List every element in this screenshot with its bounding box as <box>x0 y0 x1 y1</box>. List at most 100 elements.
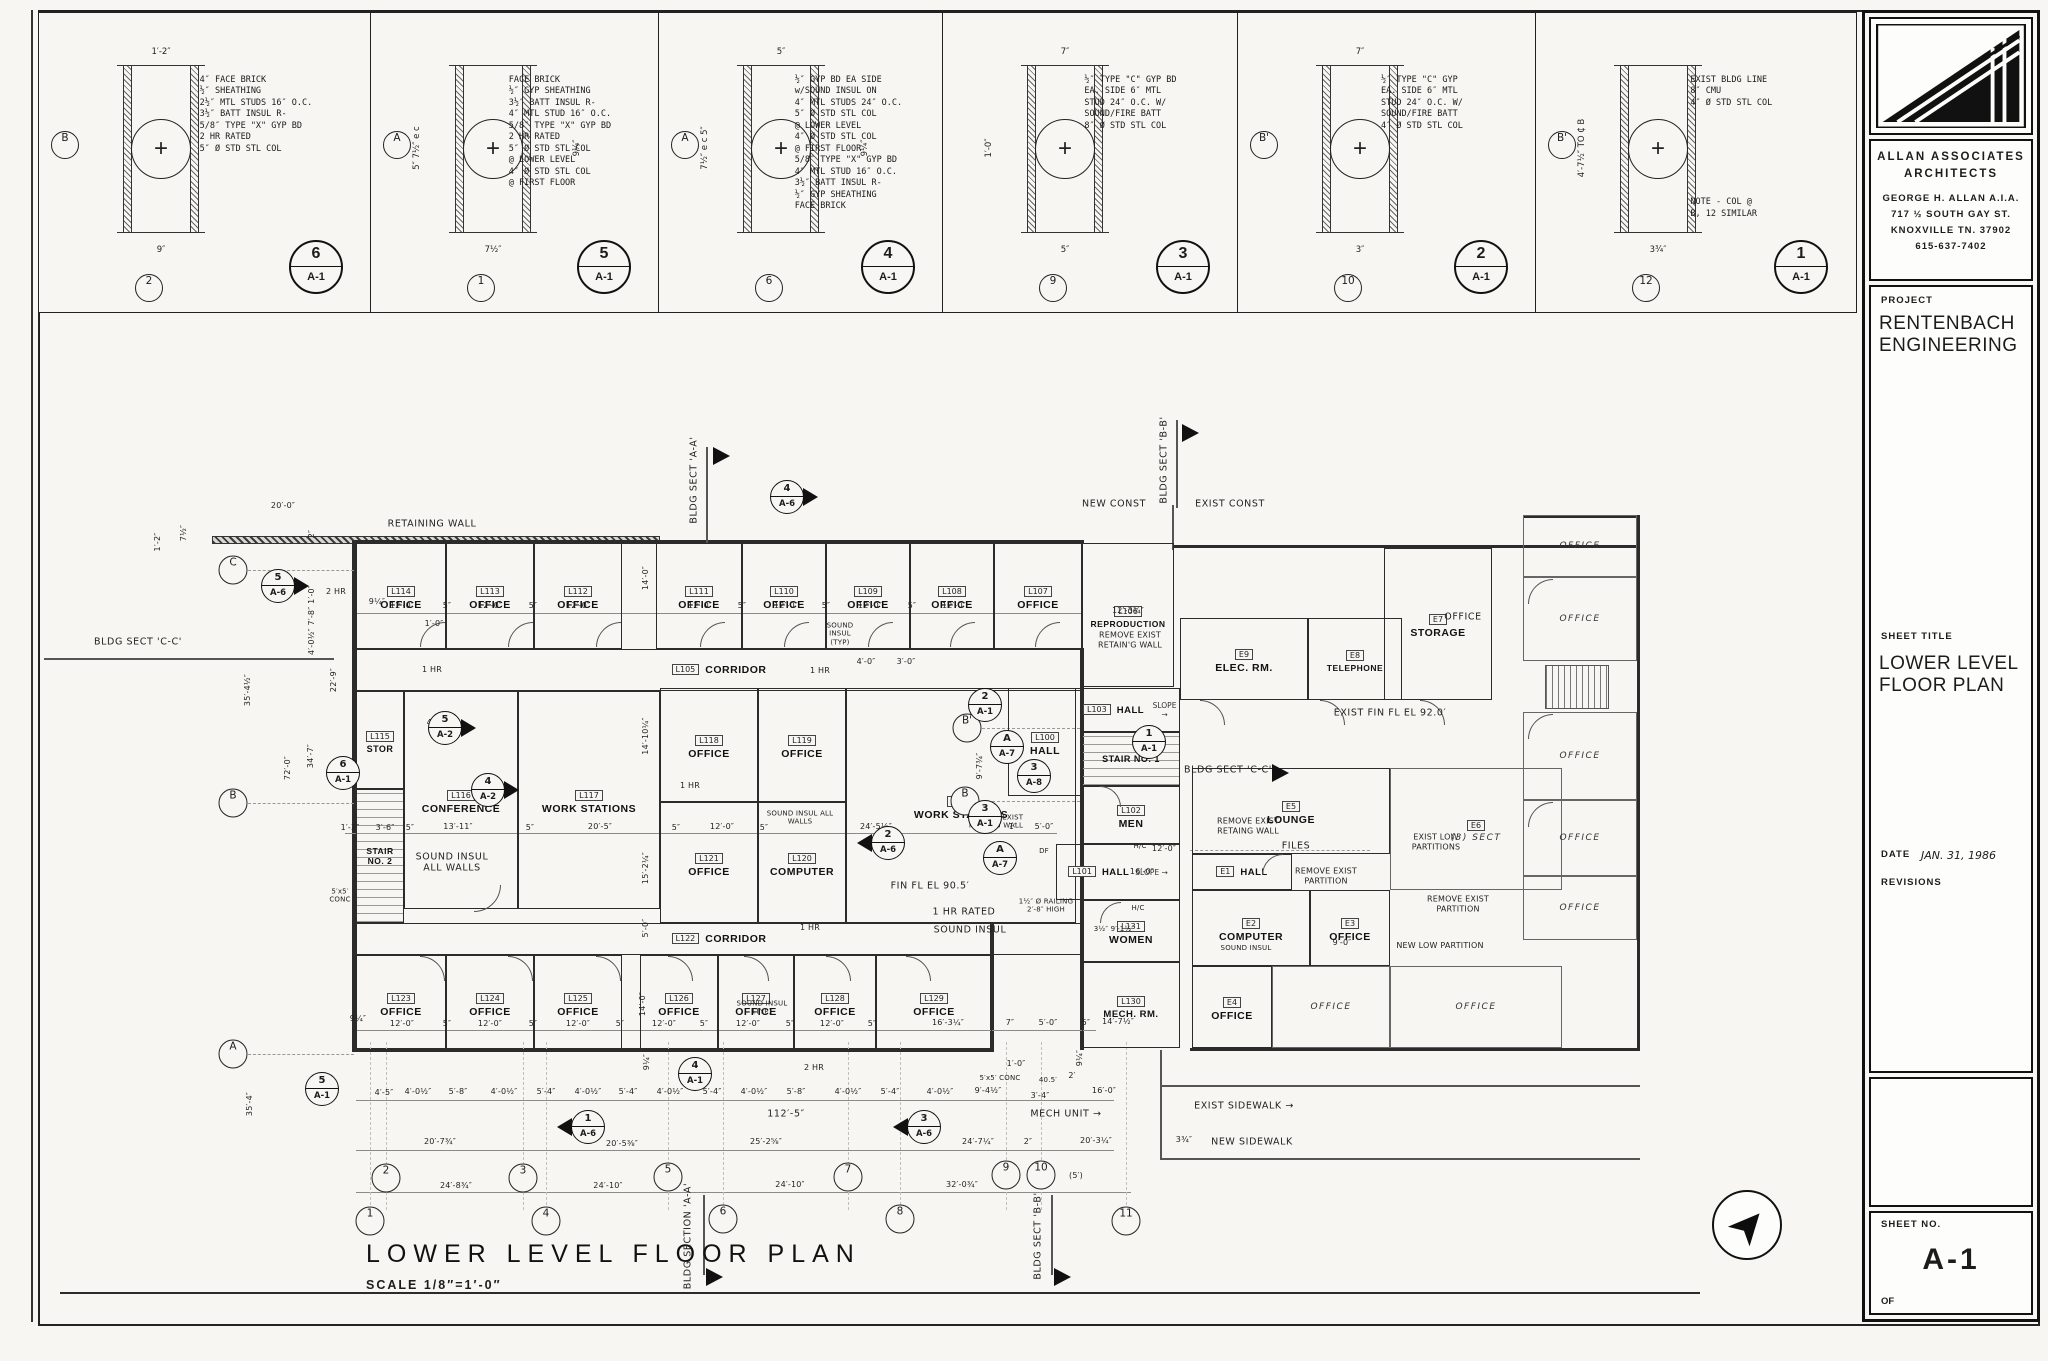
room-name: LOUNGE <box>1267 814 1315 826</box>
plan-annotation: REMOVE EXIST RETAIN'G WALL <box>1097 630 1163 649</box>
room-name: HALL <box>1116 704 1145 716</box>
room-name: OFFICE <box>931 599 973 611</box>
wall-segment <box>356 1100 1114 1101</box>
room-name: OFFICE <box>678 599 720 611</box>
plan-annotation: NEW LOW PARTITION <box>1396 941 1484 951</box>
room-stair-no-2: STAIR NO. 2 <box>356 789 404 923</box>
room-note: SLOPE → <box>1152 701 1177 719</box>
wall-cap <box>1614 65 1702 67</box>
marker-number: 1 <box>1133 726 1165 742</box>
date-label: DATE <box>1881 849 1911 860</box>
plan-annotation: BLDG SECTION 'A-A' <box>682 1182 694 1290</box>
plan-annotation: 3½″ 9′-1½″ <box>1093 924 1135 933</box>
project-box: PROJECT RENTENBACH ENGINEERING SHEET TIT… <box>1869 285 2033 1073</box>
grid-bubble-3: 3 <box>508 1163 538 1193</box>
plan-annotation: DF <box>1039 846 1049 855</box>
plan-annotation: 5″ <box>442 601 452 611</box>
marker-number: 3 <box>969 801 1001 817</box>
grid-bubble: B <box>51 131 79 159</box>
plan-annotation: 1′-2″ <box>340 823 360 833</box>
detail-sheet: A-1 <box>307 271 325 283</box>
plan-annotation: SOUND INSUL <box>933 924 1007 936</box>
wall-segment <box>356 1150 1114 1151</box>
sheet-no-label: SHEET NO. <box>1881 1219 1942 1230</box>
room-name: STOR <box>366 744 394 754</box>
grid-bubble-5: 5 <box>653 1162 683 1192</box>
plan-annotation: MECH UNIT → <box>1030 1108 1102 1120</box>
room-name: MECH. RM. <box>1103 1008 1159 1020</box>
firm-name: ALLAN ASSOCIATES <box>1877 151 2025 163</box>
plan-annotation: 20′-5⅜″ <box>605 1139 639 1149</box>
room-label: OFFICE <box>1559 614 1600 624</box>
room-number: L131 <box>1117 921 1145 932</box>
room-name: OFFICE <box>763 599 805 611</box>
room-number: L120 <box>788 852 816 864</box>
plan-annotation: 14′-0″ <box>638 991 648 1017</box>
room-name: OFFICE <box>1310 1002 1352 1012</box>
grid-bubble-11: 11 <box>1111 1206 1141 1236</box>
firm-city: KNOXVILLE TN. 37902 <box>1890 225 2012 236</box>
grid-bubble: 10 <box>1334 274 1362 302</box>
room-name: MEN <box>1118 818 1144 830</box>
room-number: E3 <box>1340 918 1360 929</box>
firm-info: ALLAN ASSOCIATES ARCHITECTS GEORGE H. AL… <box>1869 139 2033 281</box>
room-name: CONFERENCE <box>421 803 501 815</box>
grid-extension-line <box>668 1042 669 1210</box>
room-name: OFFICE <box>847 599 889 611</box>
plan-annotation: 9¼″ <box>349 1014 367 1024</box>
room-name: OFFICE <box>380 599 422 611</box>
marker-number: 2 <box>969 689 1001 705</box>
wall-segment <box>248 570 354 572</box>
detail-notes: ½″ GYP BD EA SIDE w/SOUND INSUL ON 4″ MT… <box>794 75 903 212</box>
room-name: OFFICE <box>913 1005 955 1018</box>
grid-bubble: A <box>671 131 699 159</box>
wall-segment <box>60 1292 1700 1294</box>
plan-annotation: 12′-0″ <box>857 601 883 611</box>
room-name: CORRIDOR <box>705 664 767 676</box>
room-name: ELEC. RM. <box>1215 662 1273 674</box>
grid-extension-line <box>523 1042 524 1210</box>
plan-annotation: 14′-10¼″ <box>641 717 651 755</box>
room-name: OFFICE <box>1559 833 1601 843</box>
marker-number: 1 <box>572 1111 604 1127</box>
marker-sheet: A-8 <box>1025 778 1043 788</box>
room-label: OFFICE <box>1559 751 1600 761</box>
plan-annotation: REMOVE EXIST PARTITION <box>1426 894 1490 913</box>
marker-number: 4 <box>771 481 803 497</box>
marker-sheet: A-1 <box>976 819 994 829</box>
room-name: OFFICE <box>469 1005 511 1018</box>
plan-annotation: 1½″ Ø RAILING 2′-8″ HIGH <box>1018 897 1074 914</box>
room-name: OFFICE <box>557 599 599 611</box>
dimension: 5″ <box>1060 245 1070 255</box>
date-value: JAN. 31, 1986 <box>1921 849 1996 862</box>
plan-annotation: 5″ <box>785 1019 795 1029</box>
steel-column-symbol: + <box>1628 119 1688 179</box>
firm-phone: 615-637-7402 <box>1915 241 1987 252</box>
plan-annotation: 4′-0½″ <box>490 1087 518 1097</box>
room-number: L126 <box>665 992 693 1004</box>
plan-annotation: 2 HR <box>803 1063 825 1073</box>
room-number: L122 <box>671 932 700 944</box>
wall-segment <box>703 1195 705 1275</box>
plan-annotation: 5′-4″ <box>618 1087 638 1097</box>
